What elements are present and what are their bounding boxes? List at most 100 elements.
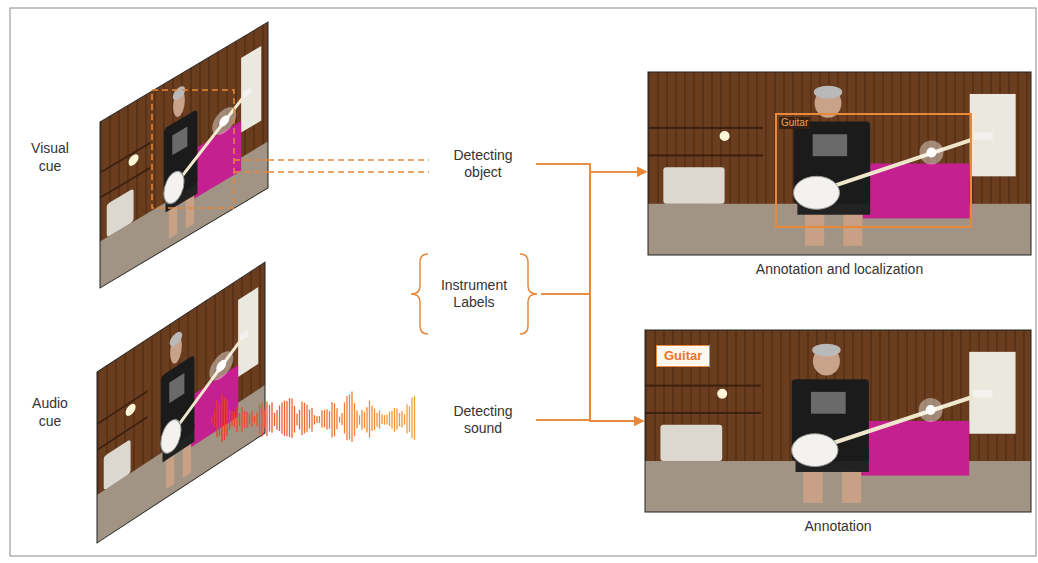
wave-spike [309,410,310,429]
wave-spike [271,402,272,433]
wave-spike [269,405,270,432]
wave-spike [359,415,360,424]
wave-spike [371,406,372,431]
shelf [100,142,150,174]
chair [107,188,134,237]
wave-spike [331,402,332,438]
headstock [974,132,993,139]
wave-spike [394,408,395,432]
wave-spike [221,395,222,442]
wall [645,330,1031,512]
wave-spike [399,413,400,426]
wave-spike [389,412,390,426]
step-label: Detecting sound [433,401,533,440]
window [969,352,1015,434]
wave-spike [336,408,337,429]
window [238,287,258,377]
wave-spike [254,416,255,423]
wave-spike [329,411,330,429]
connector [536,164,646,172]
wave-spike [374,409,375,430]
shelf [648,127,763,129]
light [926,405,936,415]
connector [268,160,429,172]
wood-stripe [1023,330,1025,461]
wood-stripe [789,330,791,461]
photo [648,72,1031,255]
wave-spike [346,396,347,440]
wave-spike [246,412,247,428]
wave-spike [384,415,385,425]
wall [97,262,265,543]
photo-border [648,72,1031,255]
wood-stripe [780,330,782,461]
wave-spike [216,400,217,437]
shirt-print [813,134,847,156]
wave-spike [231,411,232,426]
window [970,94,1016,176]
wave-spike [334,403,335,436]
wood-stripe [747,72,749,204]
wave-spike [409,406,410,432]
wood-stripe [783,72,785,204]
label-tag: Guitar [656,345,710,367]
wave-spike [349,395,350,440]
wave-spike [236,407,237,432]
image-panel: Visual cue [100,22,268,288]
headstock [243,87,251,99]
wood-stripe [756,72,758,204]
cue-label: Visual cue [25,140,75,175]
shirt-print [169,373,184,403]
wave-spike [301,401,302,435]
photo-content [100,22,268,288]
wood-stripe [765,72,767,204]
wave-spike [326,409,327,429]
wave-spike [386,415,387,425]
wave-spike [244,411,245,428]
wood-stripe [262,24,264,145]
wave-spike [351,391,352,442]
leader-line [234,171,268,173]
panel-caption: Annotation and localization [648,261,1031,279]
wave-spike [274,413,275,426]
connector [536,172,646,420]
wood-stripe [142,341,144,465]
wave-spike [291,398,292,438]
shirt-print [811,392,846,414]
lamp [129,152,139,168]
wave-spike [324,410,325,427]
wood-stripe [735,330,737,461]
wave-spike [379,410,380,428]
guitar-body [161,414,181,458]
wave-spike [354,403,355,436]
photo-content [97,262,265,543]
wave-spike [279,405,280,431]
wave-spike [281,402,282,433]
wave-spike [404,414,405,425]
right-brace [520,254,537,334]
photo-content [645,330,1031,512]
left-brace [411,254,428,334]
wave-spike [411,397,412,438]
guitar-neck [174,339,241,431]
panel-caption: Annotation [645,518,1031,536]
wave-spike [289,398,290,437]
bracket-text: Instrument Labels [428,277,520,312]
wave-spike [261,403,262,437]
chair [660,425,722,461]
waveform [212,391,415,442]
light [216,357,226,374]
wood-stripe [145,94,147,215]
wave-spike [364,412,365,428]
wave-spike [299,410,300,430]
wave-spike [391,411,392,428]
guitar-body [164,167,184,209]
wave-spike [276,410,277,430]
headstock [973,390,992,397]
wood-stripe [657,72,659,204]
result-panel: Annotation and localizationGuitar [648,72,1031,255]
wave-spike [396,409,397,430]
wave-spike [369,400,370,437]
wave-spike [249,414,250,424]
